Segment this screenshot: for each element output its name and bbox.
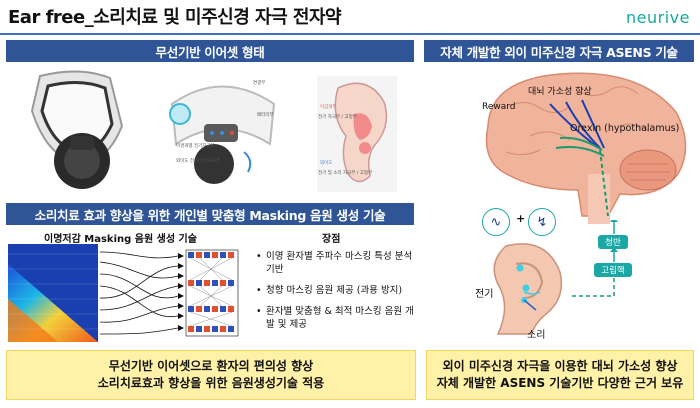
callout-right: 외이 미주신경 자극을 이용한 대뇌 가소성 향상 자체 개발한 ASENS 기… bbox=[426, 350, 694, 400]
callout-right-line-2: 자체 개발한 ASENS 기술기반 다양한 근거 보유 bbox=[436, 376, 684, 390]
page-title: Ear free_소리치료 및 미주신경 자극 전자약 bbox=[8, 7, 342, 28]
callout-left: 무선기반 이어셋으로 환자의 편의성 향상 소리치료효과 향상을 위한 음원생성… bbox=[6, 350, 416, 400]
callout-left-line-1: 무선기반 이어셋으로 환자의 편의성 향상 bbox=[108, 359, 314, 373]
ear-label-concha: 이갑개부 bbox=[320, 105, 337, 110]
feature-item-1: 이명 환자별 주파수 마스킹 특성 분석기반 bbox=[256, 250, 416, 276]
ear-label-electric: 전기 bbox=[475, 289, 494, 300]
section-band-asens: 자체 개발한 외이 미주신경 자극 ASENS 기술 bbox=[424, 40, 694, 62]
masking-diagram-title: 이명저감 Masking 음원 생성 기술 bbox=[44, 234, 197, 245]
callout-left-line-2: 소리치료효과 향상을 위한 음원생성기술 적용 bbox=[97, 376, 325, 390]
earset-label-battery: 배터리부 bbox=[257, 113, 274, 118]
pathway-locus-coeruleus: 청반 bbox=[598, 235, 628, 249]
section-band-earset: 무선기반 이어셋 형태 bbox=[6, 40, 414, 62]
features-title: 장점 bbox=[322, 234, 341, 245]
sound-wave-icon: ∿ bbox=[482, 208, 510, 236]
features-list: 이명 환자별 주파수 마스킹 특성 분석기반 청향 마스킹 음원 제공 (과용 … bbox=[256, 250, 416, 339]
brain-label-reward: Reward bbox=[482, 102, 516, 112]
electric-pulse-icon: ↯ bbox=[528, 208, 556, 236]
earset-device-image bbox=[30, 70, 124, 189]
ear-label-sound: 소리 bbox=[527, 330, 546, 341]
brand-logo: neurive bbox=[626, 8, 690, 27]
masking-network-diagram bbox=[99, 249, 239, 337]
earset-label-connector: 연결부 bbox=[253, 81, 266, 86]
ear-label-canal-desc: 전기 및 소리 자극부 / 고정부 bbox=[318, 171, 373, 176]
pathway-nts: 고립핵 bbox=[594, 263, 632, 277]
ear-diagram-image bbox=[334, 82, 388, 183]
spectrogram-image bbox=[8, 244, 98, 342]
stimulus-plus: + bbox=[516, 212, 526, 225]
section-band-masking: 소리치료 효과 향상을 위한 개인별 맞춤형 Masking 음원 생성 기술 bbox=[6, 203, 414, 225]
pathway-arrows bbox=[570, 220, 618, 297]
ear-label-canal: 외이도 bbox=[320, 161, 333, 166]
earset-neckband-image bbox=[169, 85, 276, 184]
title-bar: Ear free_소리치료 및 미주신경 자극 전자약 neurive bbox=[0, 0, 700, 36]
ear-label-concha-desc: 전기 자극부 / 고정부 bbox=[318, 115, 357, 120]
earset-label-concha: 이경개별 전기자극부 bbox=[176, 144, 215, 149]
brain-label-plasticity: 대뇌 가소성 향상 bbox=[528, 87, 592, 97]
brain-label-orexin: Orexin (hypothalamus) bbox=[570, 123, 680, 134]
earset-label-canal: 외이도 전기/소리자극부 bbox=[176, 159, 221, 164]
callout-right-line-1: 외이 미주신경 자극을 이용한 대뇌 가소성 향상 bbox=[442, 359, 678, 373]
title-divider bbox=[0, 33, 700, 35]
feature-item-2: 청향 마스킹 음원 제공 (과용 방지) bbox=[256, 284, 416, 297]
brain-illustration bbox=[485, 72, 687, 224]
ear-stimulation-illustration bbox=[493, 243, 563, 335]
feature-item-3: 환자별 맞춤형 & 최적 마스킹 음원 개발 및 제공 bbox=[256, 305, 416, 331]
